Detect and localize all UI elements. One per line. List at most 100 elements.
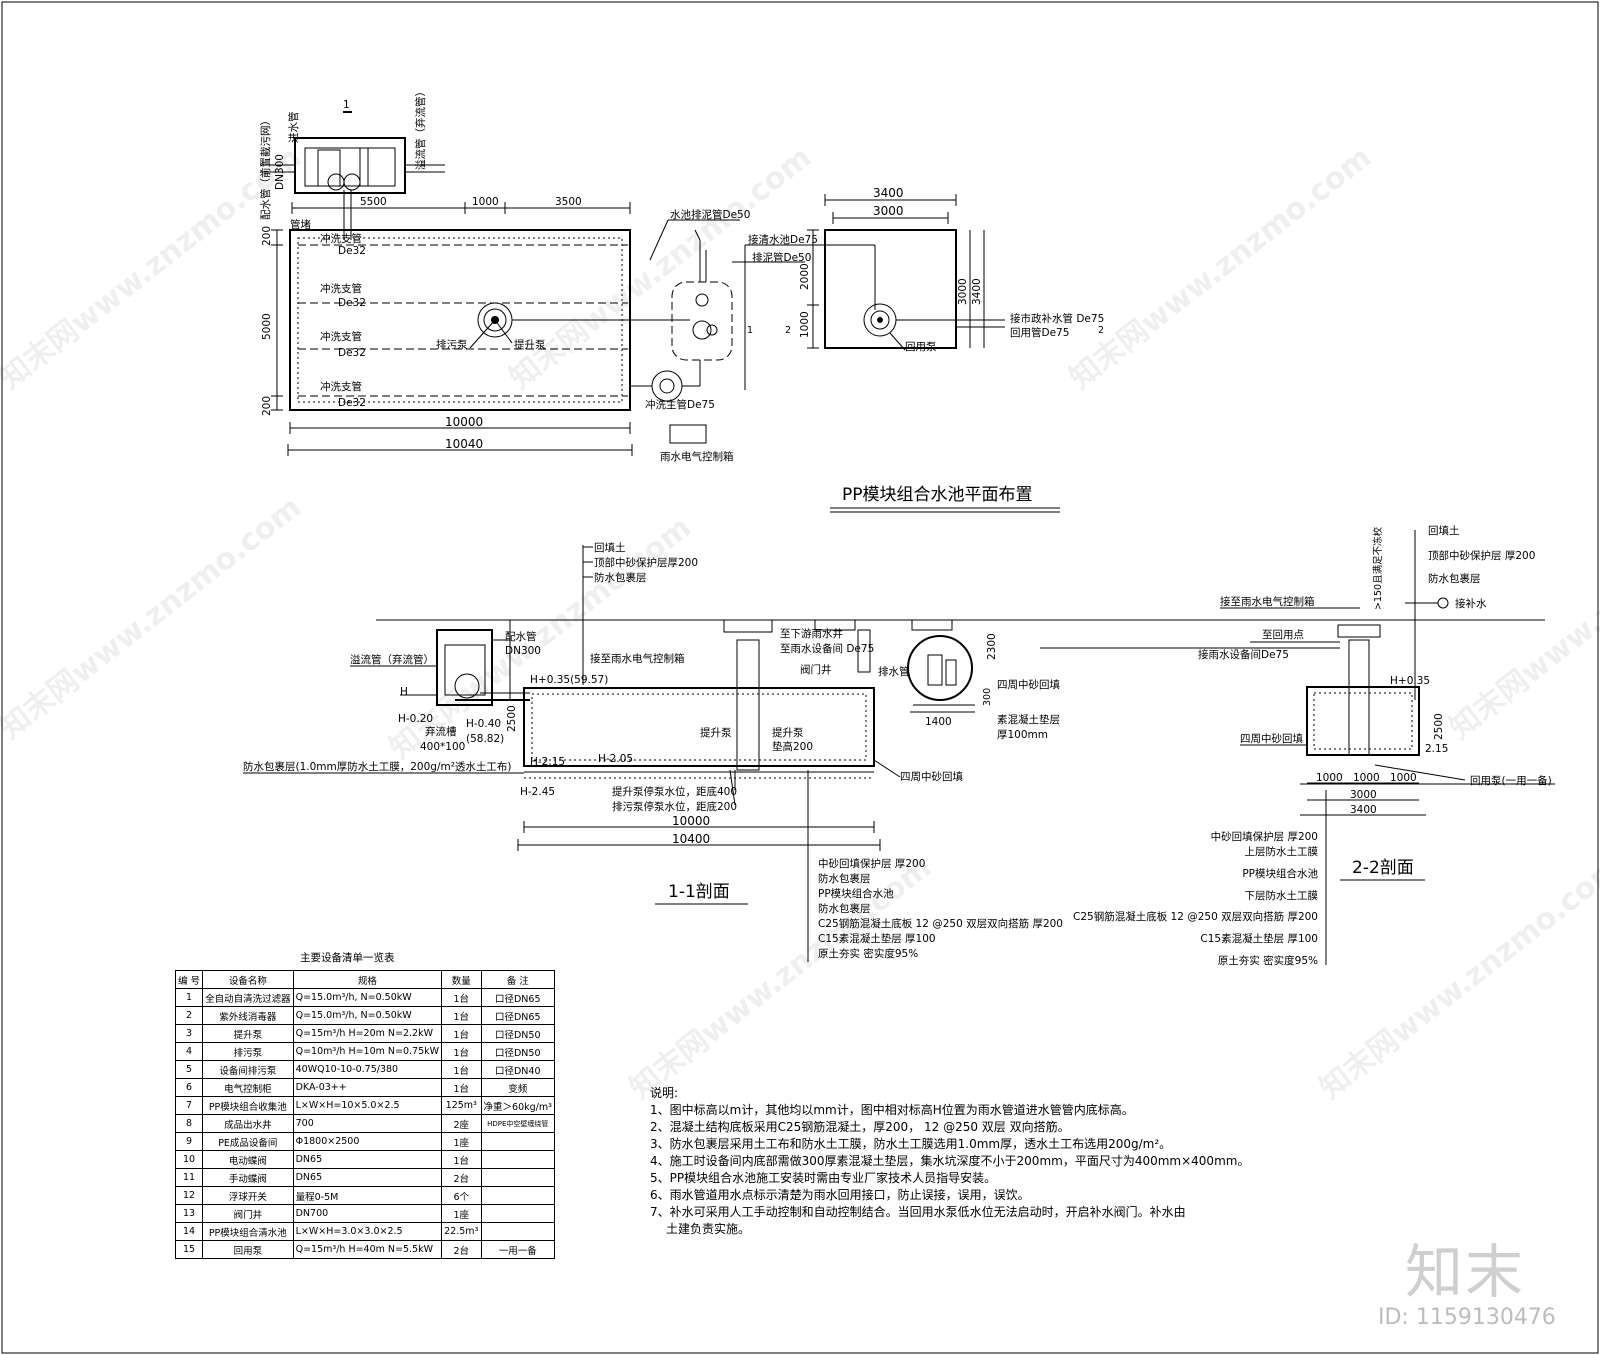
table-header-cell: 编 号: [174, 970, 204, 989]
plan-dim-10040: 10040: [445, 437, 483, 451]
s11-dim-2500: 2500: [506, 705, 518, 732]
s22-dim-3400: 3400: [1350, 804, 1377, 816]
table-cell: 1台: [441, 1006, 482, 1025]
s22-layer-2: 上层防水土工膜: [1245, 845, 1319, 858]
table-cell: 1台: [441, 1060, 482, 1079]
table-cell: 15: [174, 1240, 204, 1259]
table-cell: DN700: [292, 1204, 443, 1223]
table-cell: 9: [174, 1132, 204, 1151]
table-cell: 6个: [441, 1186, 482, 1205]
watermark-2: 知末网www.znzmo.com: [503, 140, 818, 397]
s11-dim-1400: 1400: [925, 716, 952, 728]
table-cell: 口径DN65: [480, 1006, 555, 1025]
s11-label-sewage-stop: 排污泵停泵水位，距底200: [612, 800, 737, 813]
s11-dim-10400: 10400: [672, 832, 710, 846]
s11-layer-4: 防水包裹层: [818, 902, 871, 915]
table-cell: 2台: [441, 1240, 482, 1259]
table-cell: Q=15.0m³/h, N=0.50kW: [292, 988, 443, 1007]
s11-inlet-chamber: [436, 629, 493, 706]
watermark-5: 知末网www.znzmo.com: [383, 510, 698, 767]
note-item: 7、补水可采用人工手动控制和自动控制结合。当回用水泵低水位无法启动时，开启补水阀…: [650, 1205, 1186, 1219]
table-cell: 22.5m³: [441, 1222, 482, 1241]
table-header-cell: 备 注: [480, 970, 555, 989]
table-cell: 电动蝶阀: [202, 1150, 294, 1169]
table-cell: PP模块组合清水池: [202, 1222, 294, 1241]
plan-dim-3400v: 3400: [971, 278, 983, 305]
s11-label-h: H: [400, 686, 408, 698]
s11-layer-6: C15素混凝土垫层 厚100: [818, 932, 936, 945]
table-cell: 40WQ10-10-0.75/380: [292, 1060, 443, 1079]
table-cell: HDPE中空壁缠绕管: [480, 1114, 555, 1133]
table-cell: 净重＞60kg/m³: [480, 1096, 555, 1115]
plan-section-mark-1: 1: [343, 99, 350, 111]
plan-dim-3000: 3000: [873, 204, 904, 218]
table-cell: 提升泵: [202, 1024, 294, 1043]
table-cell: 口径DN65: [480, 988, 555, 1007]
plan-label-municipal-supply: 接市政补水管 De75: [1010, 312, 1104, 325]
watermark-4: 知末网www.znzmo.com: [0, 490, 308, 747]
plan-branch-de32-4: De32: [338, 397, 366, 409]
plan-section-mark-2a: 2: [785, 325, 791, 336]
s22-layer-7: 原土夯实 密实度95%: [1218, 954, 1318, 967]
table-cell: 7: [174, 1096, 204, 1115]
s22-layer-1: 中砂回填保护层 厚200: [1211, 830, 1318, 843]
s11-dim-10000: 10000: [672, 814, 710, 828]
plan-dim-200b: 200: [261, 396, 273, 416]
s22-label-reuse-point: 至回用点: [1262, 629, 1304, 641]
filter-screen: [317, 149, 341, 187]
table-cell: 2: [174, 1006, 204, 1025]
s11-label-to-room: 至雨水设备间 De75: [780, 642, 874, 655]
s11-label-backfill: 回填土: [594, 541, 626, 554]
s22-clear-pool: [1306, 686, 1420, 756]
table-cell: 8: [174, 1114, 204, 1133]
s11-label-trough-size: 400*100: [420, 741, 465, 753]
inlet-chamber-inner: [304, 147, 396, 187]
plan-label-reuse-pipe: 回用管De75: [1010, 326, 1069, 339]
overflow-pipe-symbol: [343, 173, 361, 191]
table-cell: L×W×H=3.0×3.0×2.5: [292, 1222, 443, 1241]
plan-dim-3400: 3400: [873, 186, 904, 200]
s11-layer-7: 原土夯实 密实度95%: [818, 947, 918, 960]
brand-logo: 知末: [1405, 1238, 1526, 1306]
table-cell: 13: [174, 1204, 204, 1223]
s22-label-to-control: 接至雨水电气控制箱: [1220, 595, 1315, 608]
s11-label-downstream: 至下游雨水井: [780, 627, 843, 640]
plan-title: PP模块组合水池平面布置: [842, 485, 1033, 505]
table-cell: L×W×H=10×5.0×2.5: [292, 1096, 443, 1115]
table-cell: 6: [174, 1078, 204, 1097]
table-cell: 2台: [441, 1168, 482, 1187]
plan-branch-de32-3: De32: [338, 347, 366, 359]
s22-layer-4: 下层防水土工膜: [1245, 889, 1319, 902]
table-cell: 1座: [441, 1132, 482, 1151]
s22-label-supply: 接补水: [1455, 597, 1487, 610]
table-cell: 紫外线消毒器: [202, 1006, 294, 1025]
s11-label-dn300: DN300: [505, 645, 541, 657]
table-cell: 125m³: [441, 1096, 482, 1115]
table-cell: 全自动自清洗过滤器: [202, 988, 294, 1007]
s22-label-h215: 2.15: [1425, 743, 1448, 755]
s11-dim-300: 300: [982, 688, 993, 706]
plan-label-control-box: 雨水电气控制箱: [660, 450, 734, 463]
table-cell: Q=10m³/h H=10m N=0.75kW: [292, 1042, 443, 1061]
plan-branch-label-2: 冲洗支管: [320, 282, 362, 295]
s11-layer-1: 中砂回填保护层 厚200: [818, 857, 925, 870]
table-cell: 电气控制柜: [202, 1078, 294, 1097]
table-cell: 一用一备: [480, 1240, 555, 1259]
table-cell: 口径DN50: [480, 1042, 555, 1061]
s11-equipment-room: [907, 635, 973, 701]
flush-branches: 冲洗支管 De32 冲洗支管 De32 冲洗支管 De32 冲洗支管 De32: [298, 232, 628, 409]
table-cell: PE成品设备间: [202, 1132, 294, 1151]
notes-heading: 说明:: [650, 1086, 679, 1100]
s22-label-sand-top: 顶部中砂保护层 厚200: [1428, 549, 1535, 562]
s11-label-h035: H+0.35(59.57): [530, 674, 608, 686]
table-cell: [480, 1150, 555, 1169]
table-header-cell: 数量: [441, 970, 482, 989]
section-2-2: 回填土 顶部中砂保护层 厚200 防水包裹层 >150且满足不冻校 接至雨水电气…: [1040, 524, 1555, 967]
plan-dim-1000v: 1000: [799, 311, 811, 338]
